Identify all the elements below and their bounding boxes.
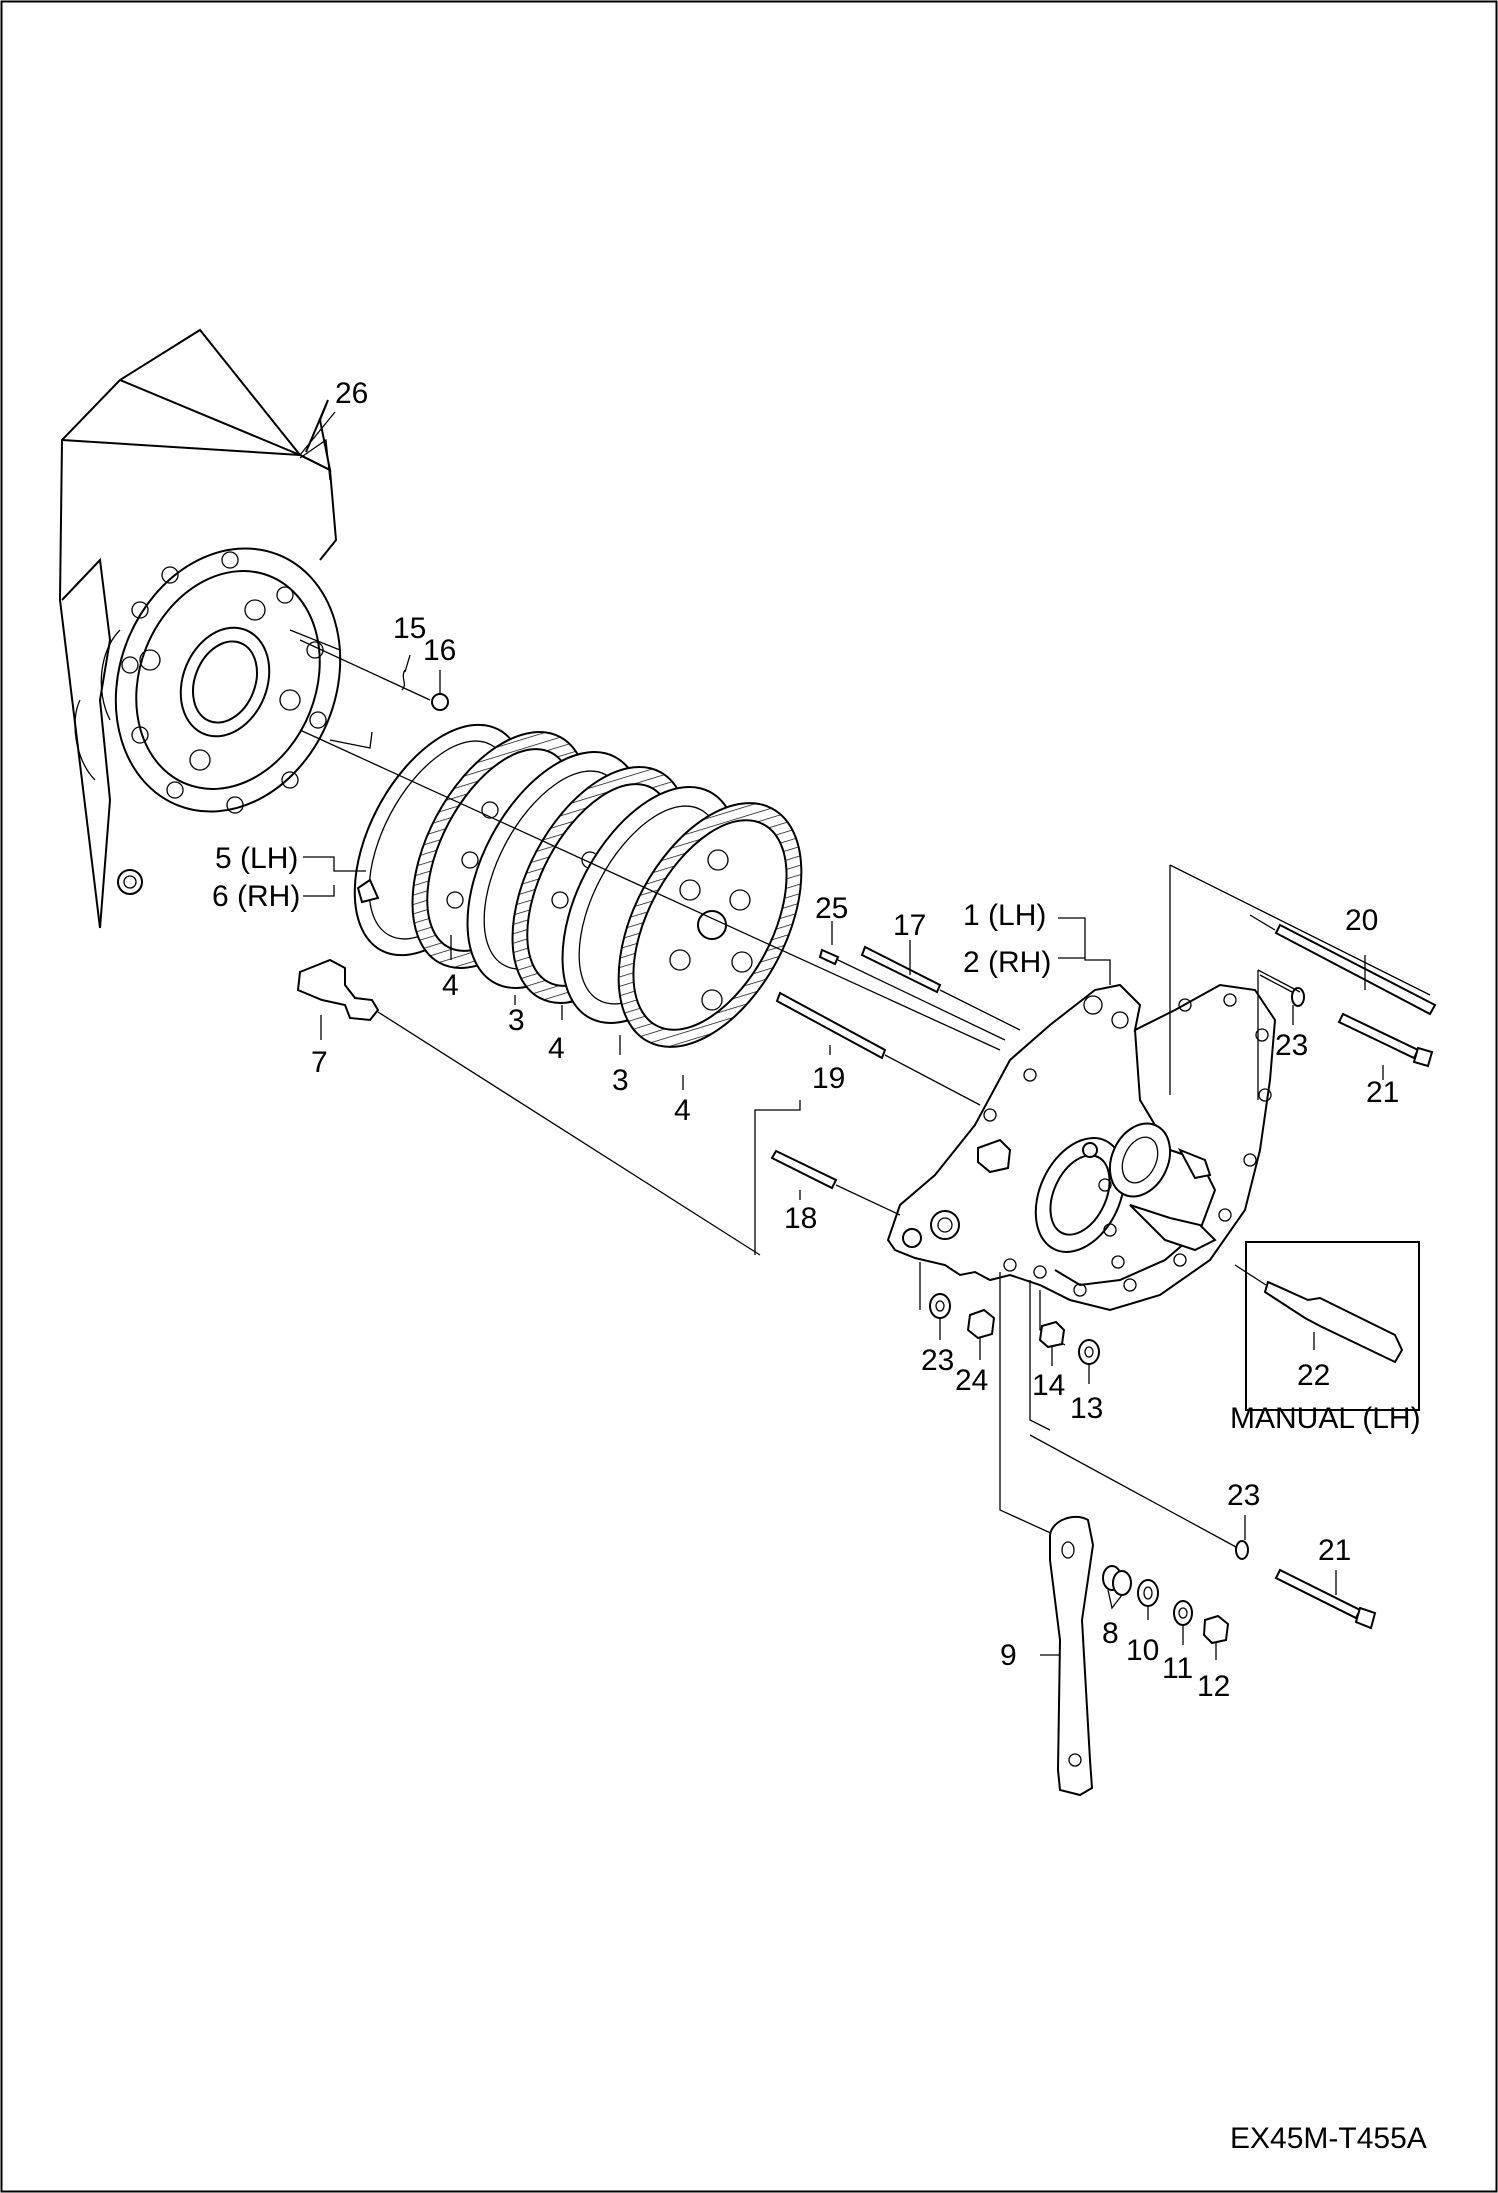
- friction-disc-3: [617, 802, 803, 1048]
- pin-25: [818, 948, 1006, 1041]
- label-5-lh: 5 (LH): [215, 842, 298, 875]
- label-20: 20: [1345, 904, 1378, 937]
- brake-housing: [886, 983, 1277, 1312]
- nut-14-washer-13: [1038, 1320, 1100, 1365]
- label-4-second: 4: [548, 1032, 565, 1065]
- label-4-first: 4: [442, 969, 459, 1002]
- lever-hardware: [1102, 1565, 1230, 1645]
- label-16: 16: [423, 634, 456, 667]
- label-4-third: 4: [674, 1094, 691, 1127]
- label-13: 13: [1070, 1392, 1103, 1425]
- label-22: 22: [1297, 1359, 1330, 1392]
- drawing-code: EX45M-T455A: [1230, 2122, 1427, 2155]
- washer-23-nut-24: [929, 1293, 996, 1340]
- label-3-first: 3: [508, 1004, 525, 1037]
- label-15: 15: [393, 612, 426, 645]
- pin-part: [296, 958, 761, 1256]
- stud-19: [775, 991, 981, 1106]
- label-18: 18: [784, 1202, 817, 1235]
- label-21-upper: 21: [1366, 1076, 1399, 1109]
- label-21-lower: 21: [1318, 1534, 1351, 1567]
- label-9: 9: [1000, 1639, 1017, 1672]
- label-23-lower: 23: [1227, 1479, 1260, 1512]
- label-25: 25: [815, 892, 848, 925]
- stud-18: [770, 1149, 901, 1216]
- callout-leaders: [299, 411, 1384, 1660]
- label-6-rh: 6 (RH): [212, 880, 300, 913]
- label-19: 19: [812, 1062, 845, 1095]
- stud-17: [860, 945, 1021, 1031]
- label-23-upper: 23: [1275, 1029, 1308, 1062]
- lever-arm: [1049, 1515, 1095, 1797]
- label-26: 26: [335, 377, 368, 410]
- label-14: 14: [1032, 1369, 1065, 1402]
- bolt-21-upper: [1259, 974, 1434, 1068]
- manual-inset: [1234, 1241, 1420, 1411]
- label-2-rh: 2 (RH): [963, 946, 1051, 979]
- label-23-mid: 23: [921, 1344, 954, 1377]
- long-bolt-20: [1249, 914, 1437, 1016]
- label-24: 24: [955, 1364, 988, 1397]
- label-1-lh: 1 (LH): [963, 899, 1046, 932]
- label-11: 11: [1162, 1652, 1193, 1685]
- label-10: 10: [1126, 1634, 1159, 1667]
- label-8: 8: [1102, 1617, 1119, 1650]
- label-17: 17: [893, 909, 926, 942]
- label-3-second: 3: [612, 1064, 629, 1097]
- inset-caption: MANUAL (LH): [1230, 1402, 1421, 1435]
- label-7: 7: [311, 1046, 328, 1079]
- bolt-21-lower: [1029, 1434, 1377, 1630]
- label-12: 12: [1197, 1670, 1230, 1703]
- transmission-housing: [58, 328, 373, 929]
